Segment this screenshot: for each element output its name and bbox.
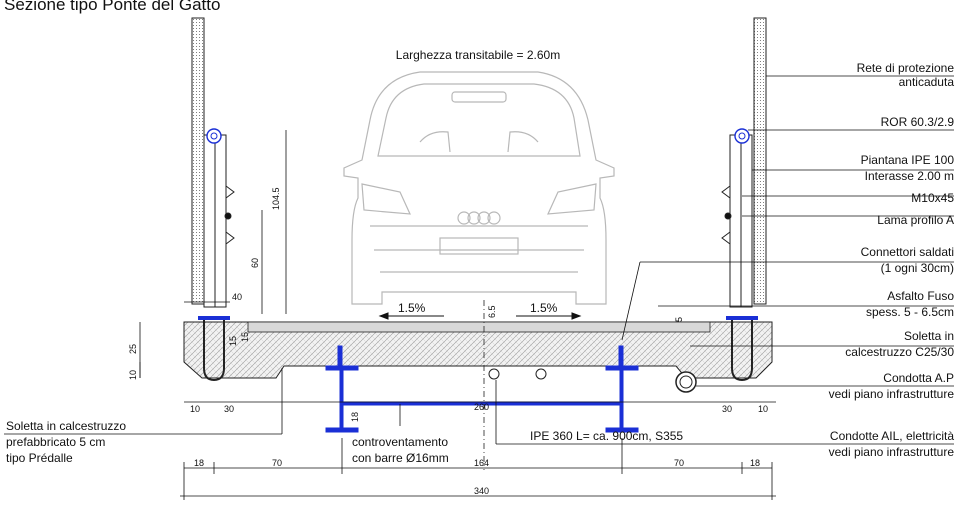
dim-post-height: 104.5 <box>271 187 281 210</box>
asphalt-layer <box>247 321 711 333</box>
leader-lines-right <box>495 75 954 445</box>
anchor-left <box>203 320 225 382</box>
conduit-2-icon <box>535 368 547 380</box>
note-predalle-3: tipo Prédalle <box>6 451 73 465</box>
note-blade: Lama profilo A <box>877 213 954 227</box>
protective-net-right <box>753 17 767 305</box>
note-net-2: anticaduta <box>899 75 955 89</box>
dim-edge-left-a: 10 <box>190 404 200 414</box>
note-predalle-2: prefabbricato 5 cm <box>6 435 105 449</box>
dim-edge-right-b: 10 <box>758 404 768 414</box>
dim-bottom-2: 70 <box>272 458 282 468</box>
dim-bottom-1: 18 <box>194 458 204 468</box>
bolt-right-icon <box>724 212 732 220</box>
anchor-right <box>731 320 753 382</box>
note-bracing-1: controventamento <box>352 435 448 449</box>
note-slab-2: calcestruzzo C25/30 <box>845 345 954 359</box>
note-predalle-1: Soletta in calcestruzzo <box>6 419 126 433</box>
slope-right: 1.5% <box>530 301 558 315</box>
dim-total-width: 340 <box>474 486 489 496</box>
note-post-1: Piantana IPE 100 <box>861 153 955 167</box>
dim-bracing-drop: 18 <box>350 412 360 422</box>
concrete-slab <box>183 316 773 393</box>
note-ror: ROR 60.3/2.9 <box>881 115 955 129</box>
note-net-1: Rete di protezione <box>857 61 955 75</box>
dim-rail-height: 60 <box>250 258 260 268</box>
note-connectors-2: (1 ogni 30cm) <box>881 261 954 275</box>
post-left <box>203 128 235 308</box>
dim-slab-low: 10 <box>128 370 138 380</box>
post-right <box>721 128 753 308</box>
note-pipe-2: vedi piano infrastrutture <box>829 387 955 401</box>
dim-bottom-5: 18 <box>750 458 760 468</box>
dim-slab-edge: 15 <box>228 336 238 346</box>
ror-rail-right-icon <box>734 128 750 144</box>
dimension-lines <box>139 130 776 500</box>
dim-post-base: 40 <box>232 292 242 302</box>
dim-edge-right-a: 30 <box>722 404 732 414</box>
note-asphalt-1: Asfalto Fuso <box>887 289 954 303</box>
dim-slab-inner: 15 <box>240 332 250 342</box>
dim-asphalt-top: 6.5 <box>487 305 497 318</box>
slope-left: 1.5% <box>398 301 426 315</box>
dim-bottom-3: 164 <box>474 458 489 468</box>
dim-slab-thickness: 25 <box>128 344 138 354</box>
annotations-center: controventamento con barre Ø16mm IPE 360… <box>352 404 683 465</box>
conduit-1-icon <box>488 368 500 380</box>
car-outline <box>343 71 615 305</box>
note-post-2: Interasse 2.00 m <box>865 169 954 183</box>
bolt-left-icon <box>224 212 232 220</box>
drawing-title: Sezione tipo Ponte del Gatto <box>4 0 220 14</box>
note-bolt: M10x45 <box>911 191 954 205</box>
dim-asphalt-edge: 5 <box>674 317 684 322</box>
note-asphalt-2: spess. 5 - 6.5cm <box>866 305 954 319</box>
dim-bottom-4: 70 <box>674 458 684 468</box>
dim-beam-spacing: 260 <box>474 402 489 412</box>
deck-width-label: Larghezza transitabile = 2.60m <box>396 48 560 62</box>
note-pipe-1: Condotta A.P <box>883 371 954 385</box>
note-beam: IPE 360 L= ca. 900cm, S355 <box>530 429 683 443</box>
note-connectors-1: Connettori saldati <box>861 245 954 259</box>
note-bracing-2: con barre Ø16mm <box>352 451 449 465</box>
note-conduits-2: vedi piano infrastrutture <box>829 445 955 459</box>
ror-rail-left-icon <box>206 128 222 144</box>
dim-edge-left-b: 30 <box>224 404 234 414</box>
annotations-left: Soletta in calcestruzzo prefabbricato 5 … <box>4 368 283 465</box>
annotations-right: Rete di protezione anticaduta ROR 60.3/2… <box>829 61 955 459</box>
protective-net-left <box>191 17 205 305</box>
note-slab-1: Soletta in <box>904 329 954 343</box>
water-pipe-icon <box>675 371 697 393</box>
note-conduits-1: Condotte AIL, elettricità <box>830 429 954 443</box>
beams <box>325 345 639 433</box>
